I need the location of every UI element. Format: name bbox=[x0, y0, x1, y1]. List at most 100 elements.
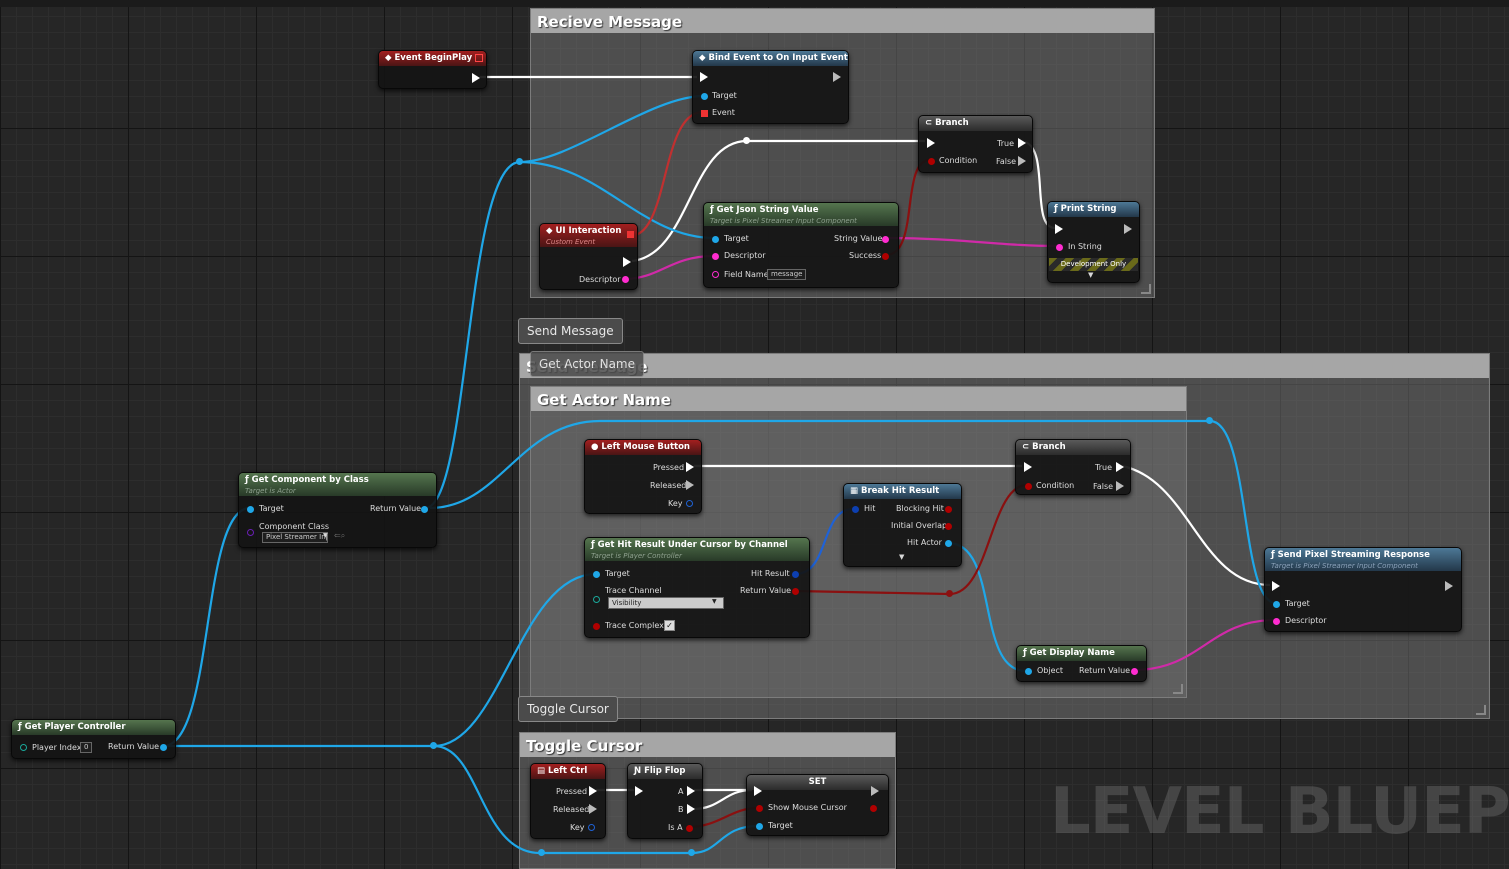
exec-true-pin[interactable] bbox=[1018, 138, 1026, 148]
reroute-knot[interactable] bbox=[538, 849, 545, 856]
trace-complex-pin[interactable] bbox=[593, 623, 600, 630]
exec-in-pin[interactable] bbox=[635, 786, 643, 796]
expand-arrow-icon[interactable]: ▼ bbox=[1088, 271, 1094, 279]
field-name-pin[interactable] bbox=[712, 271, 719, 278]
success-pin[interactable] bbox=[882, 253, 889, 260]
node-ui-interaction[interactable]: ◆ UI Interaction Custom Event Descriptor bbox=[539, 223, 638, 290]
exec-out-pin[interactable] bbox=[623, 257, 631, 267]
resize-handle[interactable] bbox=[1141, 284, 1151, 294]
exec-out-pin[interactable] bbox=[833, 72, 841, 82]
key-pin[interactable] bbox=[686, 500, 693, 507]
exec-in-pin[interactable] bbox=[700, 72, 708, 82]
object-pin[interactable] bbox=[1025, 668, 1032, 675]
comment-title[interactable]: Get Actor Name bbox=[531, 387, 1186, 411]
return-value-pin[interactable] bbox=[421, 506, 428, 513]
descriptor-pin[interactable] bbox=[712, 253, 719, 260]
show-mouse-cursor-pin[interactable] bbox=[756, 805, 763, 812]
reroute-knot[interactable] bbox=[516, 158, 523, 165]
return-value-pin[interactable] bbox=[1131, 668, 1138, 675]
node-bind-event[interactable]: ◆ Bind Event to On Input Event Target Ev… bbox=[692, 50, 849, 124]
exec-a-pin[interactable] bbox=[687, 786, 695, 796]
browse-arrow-icon[interactable]: ⇐⌕ bbox=[334, 531, 346, 540]
trace-channel-dropdown[interactable]: Visibility bbox=[608, 597, 724, 609]
comment-title[interactable]: Send Message bbox=[520, 354, 1489, 378]
string-value-pin[interactable] bbox=[882, 236, 889, 243]
return-value-pin[interactable] bbox=[160, 744, 167, 751]
exec-pressed-pin[interactable] bbox=[686, 462, 694, 472]
exec-out-pin[interactable] bbox=[1445, 581, 1453, 591]
return-value-pin[interactable] bbox=[792, 588, 799, 595]
delegate-pin[interactable] bbox=[475, 54, 483, 62]
descriptor-pin[interactable] bbox=[1273, 618, 1280, 625]
condition-pin[interactable] bbox=[928, 158, 935, 165]
class-dropdown-arrow-icon[interactable]: ▼ bbox=[323, 532, 328, 539]
exec-pressed-pin[interactable] bbox=[589, 786, 597, 796]
exec-in-pin[interactable] bbox=[1055, 224, 1063, 234]
key-pin[interactable] bbox=[588, 824, 595, 831]
in-string-pin[interactable] bbox=[1056, 244, 1063, 251]
comment-bubble-toggle[interactable]: Toggle Cursor bbox=[518, 696, 618, 722]
node-get-display-name[interactable]: ƒ Get Display Name Object Return Value bbox=[1016, 645, 1147, 682]
node-send-pixel-streaming-response[interactable]: ƒ Send Pixel Streaming Response Target i… bbox=[1264, 547, 1462, 632]
resize-handle[interactable] bbox=[1476, 705, 1486, 715]
target-pin[interactable] bbox=[247, 506, 254, 513]
exec-in-pin[interactable] bbox=[927, 138, 935, 148]
reroute-knot[interactable] bbox=[430, 742, 437, 749]
node-branch-2[interactable]: ⊂ Branch Condition True False bbox=[1015, 439, 1131, 495]
node-left-ctrl[interactable]: ▤ Left Ctrl Pressed Released Key bbox=[530, 763, 606, 839]
reroute-knot[interactable] bbox=[688, 849, 695, 856]
exec-out-pin[interactable] bbox=[1124, 224, 1132, 234]
exec-false-pin[interactable] bbox=[1116, 481, 1124, 491]
exec-released-pin[interactable] bbox=[686, 480, 694, 490]
exec-true-pin[interactable] bbox=[1116, 462, 1124, 472]
comment-bubble-send[interactable]: Send Message bbox=[518, 318, 623, 344]
exec-in-pin[interactable] bbox=[1024, 462, 1032, 472]
is-a-pin[interactable] bbox=[686, 825, 693, 832]
blocking-hit-pin[interactable] bbox=[945, 506, 952, 513]
field-name-input[interactable]: message bbox=[767, 269, 807, 280]
node-flip-flop[interactable]: Ɲ Flip Flop A B Is A bbox=[627, 763, 703, 839]
node-get-player-controller[interactable]: ƒ Get Player Controller Player Index 0 R… bbox=[11, 719, 176, 759]
target-pin[interactable] bbox=[593, 571, 600, 578]
delegate-pin[interactable] bbox=[627, 231, 634, 238]
dropdown-arrow-icon[interactable]: ▼ bbox=[712, 598, 717, 605]
exec-out-pin[interactable] bbox=[871, 786, 879, 796]
exec-b-pin[interactable] bbox=[687, 804, 695, 814]
node-get-json-string-value[interactable]: ƒ Get Json String Value Target is Pixel … bbox=[703, 202, 899, 288]
trace-complex-checkbox[interactable]: ✓ bbox=[664, 620, 675, 631]
node-set-show-mouse-cursor[interactable]: SET Show Mouse Cursor Target bbox=[746, 774, 889, 836]
exec-released-pin[interactable] bbox=[589, 804, 597, 814]
exec-in-pin[interactable] bbox=[1272, 581, 1280, 591]
hit-result-pin[interactable] bbox=[792, 571, 799, 578]
expand-arrow-icon[interactable]: ▼ bbox=[899, 553, 905, 561]
exec-out-pin[interactable] bbox=[472, 73, 480, 83]
node-branch-1[interactable]: ⊂ Branch Condition True False bbox=[918, 115, 1033, 173]
event-pin[interactable] bbox=[701, 110, 708, 117]
condition-pin[interactable] bbox=[1025, 483, 1032, 490]
target-pin[interactable] bbox=[712, 236, 719, 243]
target-pin[interactable] bbox=[1273, 601, 1280, 608]
target-pin[interactable] bbox=[756, 823, 763, 830]
hit-pin[interactable] bbox=[852, 506, 859, 513]
player-index-pin[interactable] bbox=[20, 744, 27, 751]
reroute-knot[interactable] bbox=[743, 137, 750, 144]
node-event-beginplay[interactable]: ◆ Event BeginPlay bbox=[378, 50, 487, 89]
player-index-input[interactable]: 0 bbox=[80, 742, 93, 753]
node-get-component-by-class[interactable]: ƒ Get Component by Class Target is Actor… bbox=[238, 472, 437, 548]
node-get-hit-result-under-cursor[interactable]: ƒ Get Hit Result Under Cursor by Channel… bbox=[584, 537, 810, 638]
reroute-knot[interactable] bbox=[946, 590, 953, 597]
reroute-knot[interactable] bbox=[1206, 417, 1213, 424]
hit-actor-pin[interactable] bbox=[945, 540, 952, 547]
component-class-pin[interactable] bbox=[247, 529, 254, 536]
node-left-mouse-button[interactable]: ● Left Mouse Button Pressed Released Key bbox=[584, 439, 702, 514]
component-class-dropdown[interactable]: Pixel Streamer Inp bbox=[262, 532, 328, 543]
node-break-hit-result[interactable]: ▦ Break Hit Result Hit Blocking Hit Init… bbox=[843, 483, 962, 567]
comment-bubble-get-actor[interactable]: Get Actor Name bbox=[530, 351, 644, 377]
comment-title[interactable]: Toggle Cursor bbox=[520, 733, 895, 757]
trace-channel-pin[interactable] bbox=[593, 596, 600, 603]
comment-title[interactable]: Recieve Message bbox=[531, 9, 1154, 33]
show-mouse-cursor-out-pin[interactable] bbox=[870, 805, 877, 812]
exec-false-pin[interactable] bbox=[1018, 156, 1026, 166]
descriptor-pin[interactable] bbox=[622, 276, 629, 283]
resize-handle[interactable] bbox=[1173, 684, 1183, 694]
